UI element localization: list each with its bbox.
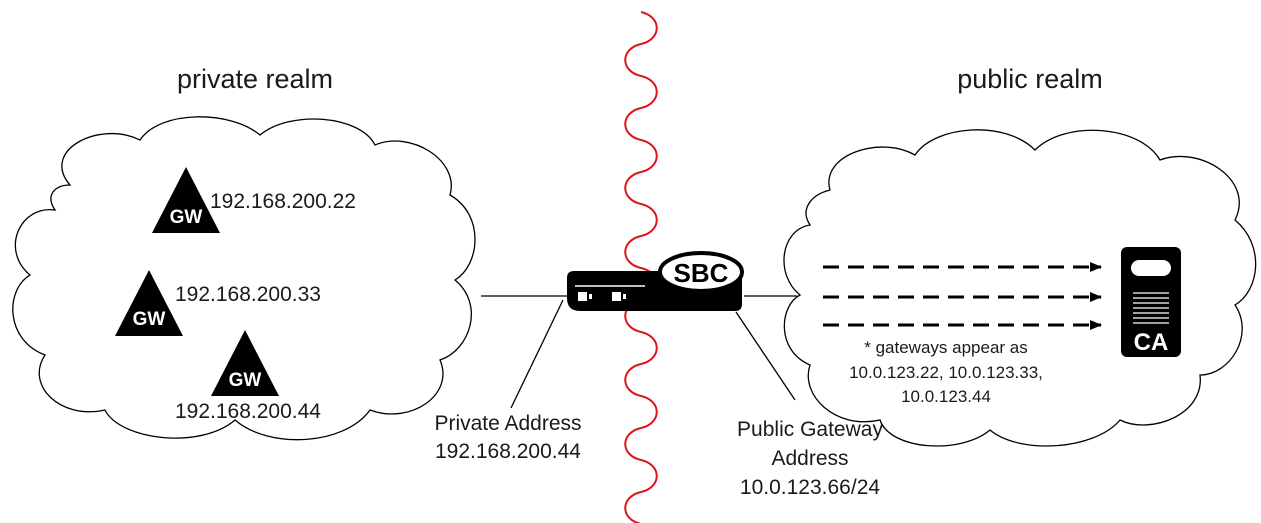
- ca-server: CA: [1121, 247, 1181, 357]
- public-realm-label: public realm: [957, 64, 1103, 94]
- gateway-ip: 192.168.200.44: [175, 400, 321, 423]
- ca-label: CA: [1134, 329, 1169, 356]
- sbc-badge: [658, 251, 744, 293]
- private-realm-cloud: [12, 116, 476, 441]
- port-icon: [612, 292, 621, 301]
- port-led-icon: [589, 294, 592, 299]
- note-line1: * gateways appear as: [864, 338, 1028, 357]
- gateway-icon: [152, 167, 220, 233]
- gateway-icon: [211, 330, 279, 396]
- gateway-badge-label: GW: [133, 309, 166, 330]
- public-address-pointer: [735, 311, 796, 401]
- sbc-label: SBC: [674, 258, 729, 288]
- gateway-badge-label: GW: [170, 207, 203, 228]
- sbc-device: SBC: [567, 251, 744, 311]
- private-address-pointer: [510, 299, 564, 409]
- realm-boundary-line: [624, 11, 658, 523]
- server-drive-icon: [1131, 260, 1171, 276]
- gateway-3: GW 192.168.200.44: [175, 330, 321, 423]
- public-address-line3: 10.0.123.66/24: [740, 476, 880, 499]
- private-realm-label: private realm: [177, 64, 333, 94]
- gateway-ip: 192.168.200.33: [175, 283, 321, 306]
- public-realm-cloud: [783, 129, 1257, 447]
- port-led-icon: [623, 294, 626, 299]
- note-line2: 10.0.123.22, 10.0.123.33,: [849, 363, 1043, 382]
- public-address-line2: Address: [771, 447, 848, 470]
- private-address-line2: 192.168.200.44: [435, 440, 581, 463]
- gateway-icon: [115, 270, 183, 336]
- public-address-line1: Public Gateway: [737, 418, 883, 441]
- private-address-line1: Private Address: [434, 412, 581, 435]
- port-icon: [578, 292, 587, 301]
- gateway-badge-label: GW: [229, 370, 262, 391]
- gateway-1: GW 192.168.200.22: [152, 167, 356, 233]
- gateway-2: GW 192.168.200.33: [115, 270, 321, 336]
- note-line3: 10.0.123.44: [901, 387, 991, 406]
- gateway-ip: 192.168.200.22: [210, 190, 356, 213]
